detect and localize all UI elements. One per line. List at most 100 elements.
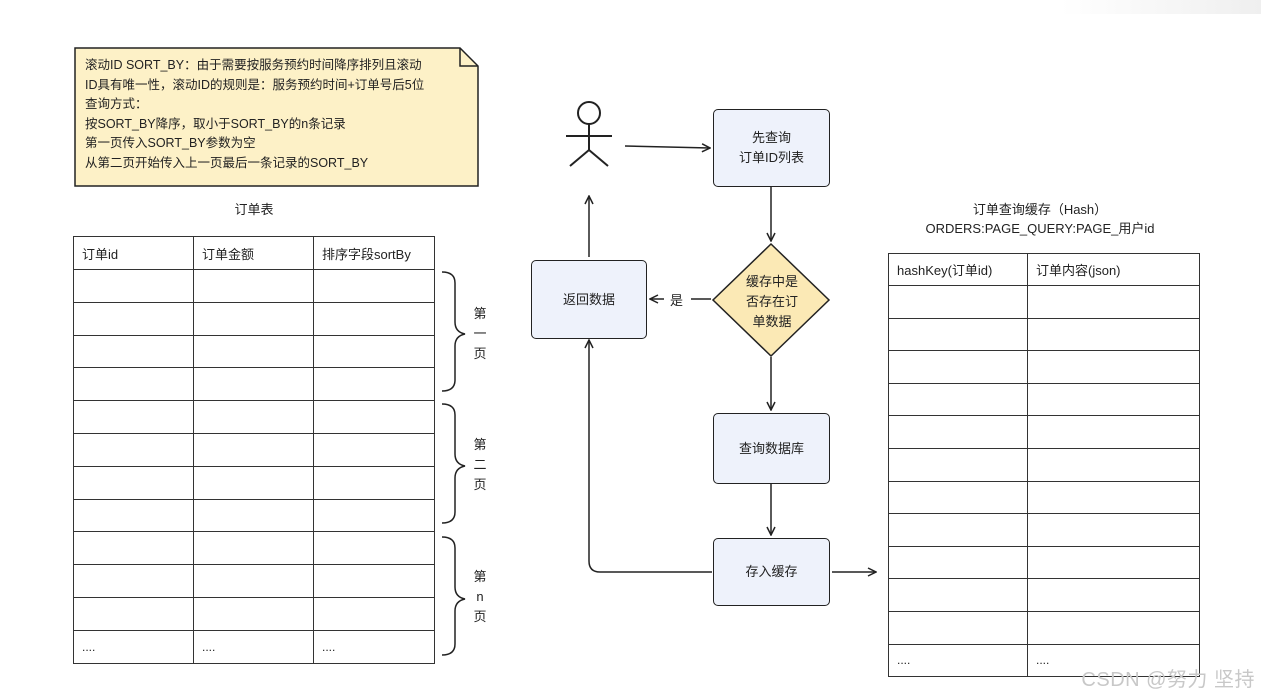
cache-check-diamond [711,242,831,358]
cache-table-title: 订单查询缓存（Hash） [972,202,1108,217]
table-cell [888,415,1028,449]
order-table-header-cell: 排序字段sortBy [313,236,435,270]
return-data-step: 返回数据 [531,260,647,339]
query-database-step: 查询数据库 [713,413,830,484]
table-row [73,301,435,336]
return-data-label: 返回数据 [562,291,615,307]
page-group-char: 页 [473,346,487,361]
note-shape [74,47,479,187]
table-cell [1027,610,1200,645]
table-cell [888,480,1028,515]
table-cell [1027,578,1200,612]
table-cell-ellipsis: .... [1027,643,1200,678]
save-cache-step: 存入缓存 [713,538,830,606]
page-group-label-2: 第 二 页 [472,435,488,495]
brace-page-1 [441,271,466,392]
cache-table-header-cell: 订单内容(json) [1027,253,1200,286]
table-row [73,596,435,631]
brace-page-2 [441,403,466,524]
table-row [73,432,435,467]
cache-check-text: 缓存中是 否存在订 单数据 [745,274,798,329]
table-row [888,480,1200,515]
arrow-cache-to-return [589,340,712,573]
table-row [888,317,1200,352]
note-line: 滚动ID SORT_BY：由于需要按服务预约时间降序排列且滚动 [85,58,422,72]
table-row [888,610,1200,645]
page-group-char: 第 [473,437,487,452]
table-cell [193,531,314,566]
table-cell [1027,317,1200,352]
table-row [888,447,1200,482]
table-cell [73,269,194,303]
note-line: 查询方式： [85,97,148,112]
table-cell [888,545,1028,580]
note-line: 第一页传入SORT_BY参数为空 [85,136,256,151]
table-cell [73,301,194,336]
page-group-char: n [476,589,484,604]
table-cell [313,334,435,369]
cache-table-key: ORDERS:PAGE_QUERY:PAGE_用户id [925,221,1155,236]
table-cell [73,596,194,631]
note-line: ID具有唯一性，滚动ID的规则是：服务预约时间+订单号后5位 [85,77,425,92]
table-cell [1027,513,1200,547]
table-cell [1027,545,1200,580]
page-group-char: 页 [473,477,487,492]
save-cache-label: 存入缓存 [745,564,798,579]
table-cell [1027,285,1200,319]
table-cell [888,513,1028,547]
table-cell [193,564,314,598]
page-group-char: 一 [473,326,487,341]
arrow-user-to-query [624,146,710,148]
table-cell-ellipsis: .... [888,643,1028,678]
page-group-label-n: 第 n 页 [472,567,488,627]
user-actor-icon [566,101,612,167]
table-cell [313,596,435,631]
table-row [888,285,1200,319]
table-row [888,578,1200,612]
table-cell [1027,350,1200,384]
order-table-header: 订单id 订单金额 排序字段sortBy [73,236,435,270]
note-line: 按SORT_BY降序，取小于SORT_BY的n条记录 [85,116,346,131]
page-group-char: 二 [473,457,487,472]
table-cell-ellipsis: .... [193,629,314,664]
table-cell [313,498,435,533]
note-text: 滚动ID SORT_BY：由于需要按服务预约时间降序排列且滚动 ID具有唯一性，… [85,56,475,174]
order-table: 订单id 订单金额 排序字段sortBy ............ [73,236,435,664]
page-group-char: 页 [473,609,487,624]
table-cell [1027,382,1200,417]
table-cell [73,531,194,566]
note-line: 从第二页开始传入上一页最后一条记录的SORT_BY [85,155,369,170]
table-cell [73,432,194,467]
table-row [73,269,435,303]
table-row [888,415,1200,449]
table-row [73,334,435,369]
table-cell-ellipsis: .... [73,629,194,664]
page-group-char: 第 [473,306,487,321]
table-cell [888,447,1028,482]
table-row: ............ [73,629,435,664]
table-cell [888,610,1028,645]
top-right-shade [1061,0,1261,14]
table-row [73,498,435,533]
order-table-title: 订单表 [234,202,274,217]
table-cell [193,432,314,467]
table-row [888,350,1200,384]
table-cell [313,400,435,434]
table-cell [888,317,1028,352]
page-group-char: 第 [473,569,487,584]
query-database-label: 查询数据库 [738,440,804,456]
table-cell [73,465,194,500]
table-cell [193,498,314,533]
watermark: CSDN @努力 坚持 [1081,669,1255,691]
table-cell [193,465,314,500]
order-table-header-cell: 订单金额 [193,236,314,270]
query-order-ids-step: 先查询 订单ID列表 [713,109,830,187]
table-cell [313,301,435,336]
table-cell [888,578,1028,612]
table-row: ........ [888,643,1200,678]
query-order-ids-label: 先查询 订单ID列表 [738,130,804,165]
table-row [888,545,1200,580]
brace-page-n [441,536,466,656]
yes-label: 是 [670,293,684,308]
table-cell [1027,480,1200,515]
